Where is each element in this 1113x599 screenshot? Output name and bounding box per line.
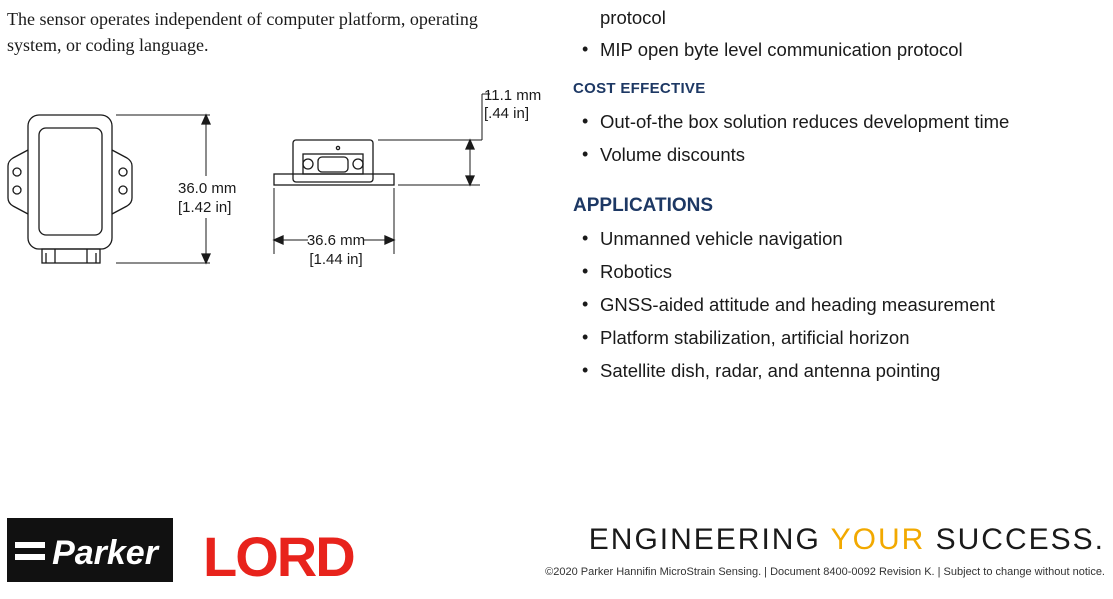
list-item: Unmanned vehicle navigation — [573, 222, 995, 255]
list-item: MIP open byte level communication protoc… — [573, 33, 963, 66]
side-width-in: [1.44 in] — [309, 251, 362, 268]
lord-logo: LORD — [203, 525, 356, 584]
list-item: Robotics — [573, 255, 995, 288]
parker-logo-text: Parker — [52, 534, 160, 572]
tagline-accent: YOUR — [830, 523, 926, 556]
intro-paragraph: The sensor operates independent of compu… — [7, 9, 478, 55]
lord-logo-text: LORD — [203, 525, 354, 584]
front-height-in: [1.42 in] — [178, 199, 231, 216]
parker-logo: Parker — [7, 518, 173, 582]
dimension-drawings: 36.0 mm [1.42 in] 11.1 mm [.44 in] 36.6 … — [7, 87, 541, 268]
cost-list: Out-of-the box solution reduces developm… — [573, 105, 1009, 171]
tagline-part: ENGINEERING — [588, 523, 831, 556]
front-view-drawing — [7, 113, 212, 265]
tagline: ENGINEERING YOUR SUCCESS. — [589, 523, 1105, 557]
side-depth-mm: 11.1 mm — [484, 87, 541, 104]
tagline-part: SUCCESS. — [925, 523, 1105, 556]
list-item: Satellite dish, radar, and antenna point… — [573, 354, 995, 387]
side-view-drawing — [272, 93, 490, 254]
footer-legal: ©2020 Parker Hannifin MicroStrain Sensin… — [545, 566, 1105, 578]
protocol-list: MIP open byte level communication protoc… — [573, 33, 963, 66]
side-width-mm: 36.6 mm — [307, 232, 365, 249]
cost-effective-heading: COST EFFECTIVE — [573, 80, 706, 97]
list-item: GNSS-aided attitude and heading measurem… — [573, 288, 995, 321]
protocol-continuation: protocol — [600, 7, 666, 28]
side-depth-in: [.44 in] — [484, 105, 529, 122]
brand-logos: Parker LORD — [7, 518, 356, 584]
list-item: Volume discounts — [573, 138, 1009, 171]
list-item: Platform stabilization, artificial horiz… — [573, 321, 995, 354]
applications-list: Unmanned vehicle navigation Robotics GNS… — [573, 222, 995, 387]
list-item: Out-of-the box solution reduces developm… — [573, 105, 1009, 138]
applications-heading: APPLICATIONS — [573, 195, 714, 216]
front-height-mm: 36.0 mm — [178, 180, 236, 197]
